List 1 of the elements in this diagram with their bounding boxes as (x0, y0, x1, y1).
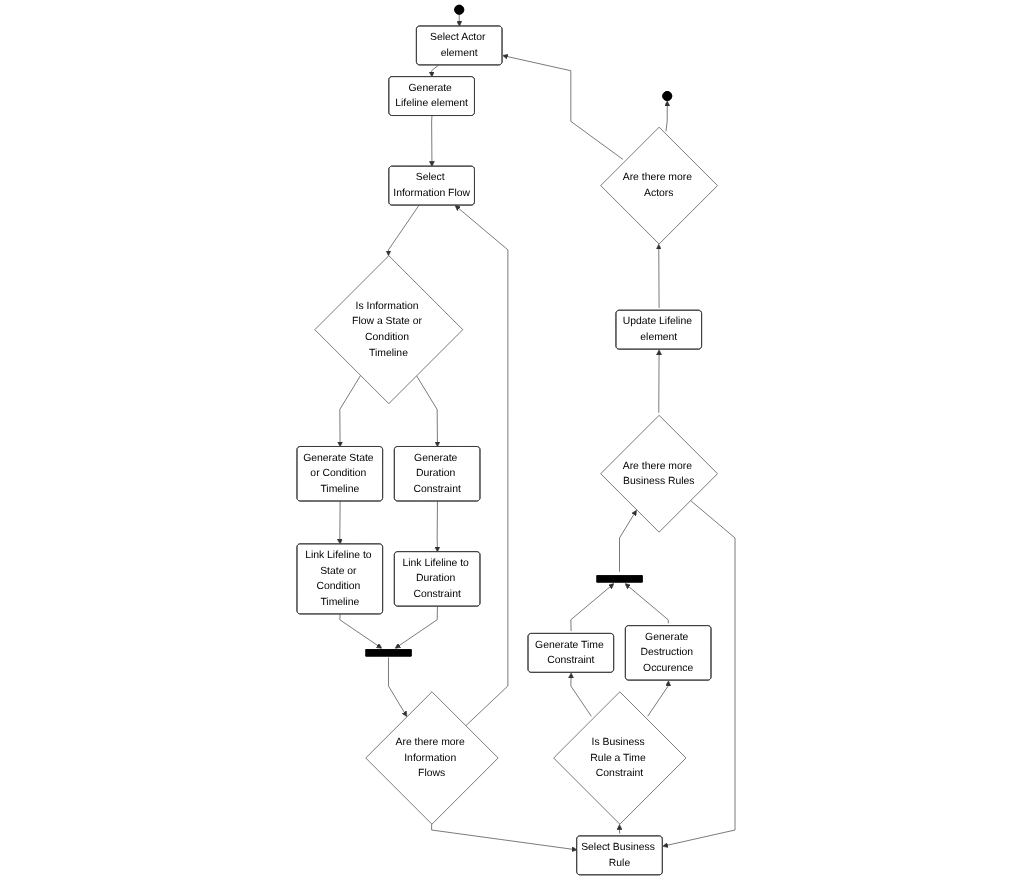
arrow (616, 824, 623, 834)
